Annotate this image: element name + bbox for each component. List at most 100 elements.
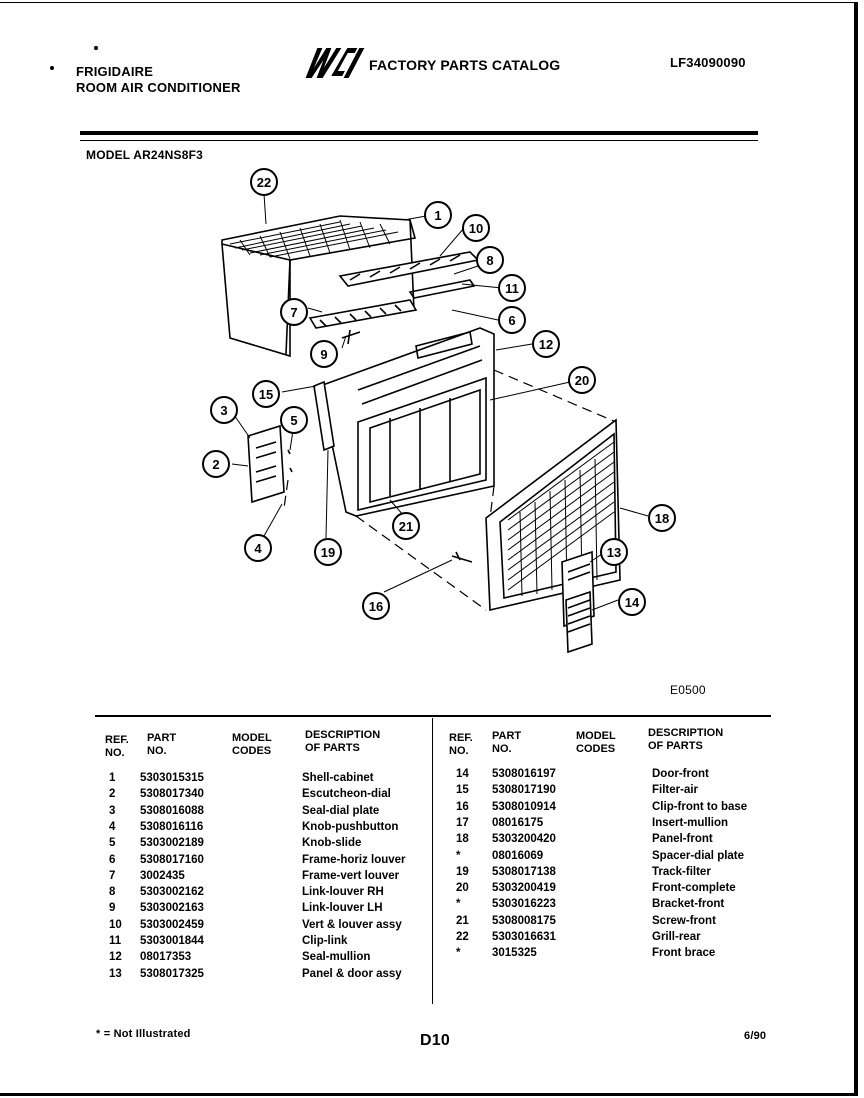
- part-part: 5303002163: [140, 902, 204, 915]
- callout-bubble: 3: [210, 396, 238, 424]
- part-part: 5303001844: [140, 935, 204, 947]
- callout-number: 2: [212, 457, 219, 472]
- part-desc: Panel & door assy: [302, 967, 402, 980]
- table-top-rule: [95, 715, 771, 717]
- callout-bubble: 14: [618, 588, 646, 616]
- callout-number: 13: [607, 545, 621, 560]
- callout-bubble: 10: [462, 214, 490, 242]
- callout-number: 15: [259, 387, 273, 402]
- part-part: 5308017340: [140, 788, 204, 801]
- col-header-ref: REF. NO.: [105, 734, 129, 759]
- callout-bubbles: 22 1 10 811 7 6 9 12 15 20 3 5 2 19 21 4 18 13 16 14: [202, 168, 676, 620]
- callout-number: 4: [254, 541, 262, 556]
- part-part: 5308016197: [492, 768, 556, 780]
- part-desc: Link-louver RH: [302, 886, 384, 899]
- callout-bubble: 18: [648, 504, 676, 532]
- col-header-desc: DESCRIPTION OF PARTS: [305, 729, 381, 754]
- callout-number: 1: [434, 208, 441, 223]
- col-header-model: MODEL CODES: [576, 730, 616, 755]
- part-desc: Shell-cabinet: [302, 772, 374, 784]
- table-column-separator: [432, 718, 433, 1004]
- panel-louvers: [507, 441, 615, 597]
- callout-number: 3: [220, 403, 227, 418]
- part-ref: 3: [109, 804, 116, 817]
- col-header-model: MODEL CODES: [232, 732, 272, 757]
- part-ref: *: [456, 947, 461, 960]
- callout-bubble: 4: [244, 534, 272, 562]
- speck: [50, 66, 54, 70]
- callout-number: 20: [575, 373, 589, 388]
- callout-bubble: 11: [498, 274, 526, 302]
- part-part: 5303016631: [492, 931, 556, 943]
- part-desc: Clip-front to base: [652, 800, 748, 813]
- callout-number: 16: [369, 599, 383, 614]
- part-desc: Frame-vert louver: [302, 869, 400, 882]
- callout-number: 19: [321, 545, 335, 560]
- part-ref: 10: [109, 918, 122, 931]
- callout-bubble: 2: [202, 450, 230, 478]
- part-ref: 6: [109, 853, 116, 866]
- part-part: 5303200419: [492, 882, 556, 895]
- callout-number: 10: [469, 221, 483, 236]
- part-part: 08017353: [140, 951, 192, 964]
- callout-number: 22: [257, 175, 271, 190]
- callout-number: 6: [508, 313, 515, 328]
- part-ref: 5: [109, 837, 116, 850]
- exploded-parts-diagram: 22 1 10 811 7 6 9 12 15 20 3 5 2 19 21 4 18 13 16 14: [202, 168, 676, 654]
- callout-bubble: 7: [280, 298, 308, 326]
- part-desc: Filter-air: [652, 784, 699, 797]
- part-desc: Escutcheon-dial: [302, 788, 391, 801]
- part-part: 5308017325: [140, 967, 204, 980]
- part-desc: Panel-front: [652, 833, 713, 846]
- part-desc: Clip-link: [302, 935, 348, 947]
- part-ref: 12: [109, 951, 122, 964]
- part-desc: Screw-front: [652, 914, 716, 927]
- part-part: 5303002189: [140, 837, 204, 850]
- part-ref: 7: [109, 869, 116, 882]
- footnote: * = Not Illustrated: [96, 1028, 191, 1040]
- part-ref: 2: [109, 788, 116, 801]
- part-desc: Seal-dial plate: [302, 804, 380, 817]
- col-header-ref: REF. NO.: [449, 732, 473, 757]
- print-date: 6/90: [744, 1030, 767, 1042]
- part-desc: Bracket-front: [652, 898, 725, 911]
- part-ref: 13: [109, 967, 122, 980]
- diagram-linework: [221, 193, 649, 654]
- part-part: 5303016223: [492, 898, 556, 911]
- callout-bubble: 19: [314, 538, 342, 566]
- part-part: 5303200420: [492, 833, 556, 846]
- part-desc: Door-front: [652, 768, 709, 780]
- cabinet-grille: [229, 219, 399, 260]
- part-desc: Knob-slide: [302, 837, 362, 850]
- part-ref: 17: [456, 816, 469, 829]
- part-ref: 9: [109, 902, 116, 915]
- callout-number: 18: [655, 511, 669, 526]
- part-part: 3015325: [492, 947, 537, 960]
- part-ref: 8: [109, 886, 116, 899]
- part-ref: 4: [109, 820, 116, 833]
- document-number: LF34090090: [670, 55, 746, 70]
- part-ref: 19: [456, 865, 469, 878]
- callout-bubble: 20: [568, 366, 596, 394]
- callout-bubble: 8: [476, 246, 504, 274]
- wci-logo-icon: [305, 48, 365, 78]
- part-ref: 14: [456, 768, 469, 780]
- part-ref: 11: [109, 935, 122, 947]
- callout-bubble: 22: [250, 168, 278, 196]
- part-part: 3002435: [140, 869, 185, 882]
- callout-number: 9: [320, 347, 327, 362]
- part-part: 08016175: [492, 816, 544, 829]
- header-rule: [80, 131, 758, 135]
- part-desc: Front-complete: [652, 882, 736, 895]
- callout-number: 12: [539, 337, 553, 352]
- part-desc: Grill-rear: [652, 931, 701, 943]
- part-desc: Knob-pushbutton: [302, 820, 399, 833]
- callout-bubble: 21: [392, 512, 420, 540]
- callout-bubble: 5: [280, 406, 308, 434]
- part-ref: 18: [456, 833, 469, 846]
- callout-number: 14: [625, 595, 640, 610]
- part-desc: Frame-horiz louver: [302, 853, 406, 866]
- callout-bubble: 13: [600, 538, 628, 566]
- part-ref: *: [456, 898, 461, 911]
